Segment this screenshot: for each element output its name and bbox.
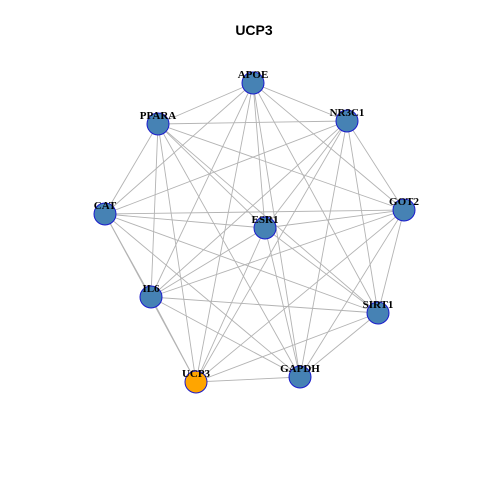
node-label-sirt1: SIRT1 [363, 299, 394, 311]
node-label-cat: CAT [94, 200, 117, 212]
edge-esr1-gapdh [264, 227, 301, 378]
edge-esr1-sirt1 [264, 227, 379, 314]
edge-esr1-il6 [150, 227, 266, 298]
edge-apoe-il6 [150, 82, 254, 298]
nodes-layer [93, 71, 416, 394]
edge-sirt1-ucp3 [195, 312, 379, 383]
edge-il6-gapdh [150, 296, 301, 378]
diagram-title: UCP3 [235, 22, 273, 38]
node-label-nr3c1: NR3C1 [330, 107, 365, 119]
edge-sirt1-gapdh [299, 312, 379, 378]
edge-ppara-cat [104, 123, 159, 215]
node-gapdh [288, 365, 312, 389]
edge-nr3c1-got2 [346, 120, 405, 211]
node-cat [93, 202, 117, 226]
edge-got2-ucp3 [195, 209, 405, 383]
edge-nr3c1-cat [104, 120, 348, 215]
edge-ppara-ucp3 [157, 123, 197, 383]
node-label-il6: IL6 [142, 283, 160, 295]
edge-apoe-got2 [252, 82, 405, 211]
edge-nr3c1-gapdh [299, 120, 348, 378]
edge-esr1-ucp3 [195, 227, 266, 383]
edge-nr3c1-sirt1 [346, 120, 379, 314]
node-label-apoe: APOE [238, 69, 269, 81]
edge-ppara-gapdh [157, 123, 301, 378]
edge-cat-gapdh [104, 213, 301, 378]
edge-apoe-ppara [157, 82, 254, 125]
edge-nr3c1-esr1 [264, 120, 348, 229]
node-esr1 [253, 216, 277, 240]
edge-ppara-il6 [150, 123, 159, 298]
edge-apoe-sirt1 [252, 82, 379, 314]
edge-il6-sirt1 [150, 296, 379, 314]
edge-ucp3-gapdh [195, 376, 301, 383]
node-nr3c1 [335, 109, 359, 133]
node-label-gapdh: GAPDH [280, 363, 320, 375]
edge-got2-esr1 [264, 209, 405, 229]
edge-got2-sirt1 [377, 209, 405, 314]
node-label-got2: GOT2 [389, 196, 419, 208]
node-sirt1 [366, 301, 390, 325]
node-ppara [146, 112, 170, 136]
edge-apoe-cat [104, 82, 254, 215]
edge-got2-il6 [150, 209, 405, 298]
edge-apoe-esr1 [252, 82, 266, 229]
edge-apoe-ucp3 [195, 82, 254, 383]
edge-cat-esr1 [104, 213, 266, 229]
node-label-esr1: ESR1 [252, 214, 279, 226]
node-label-ucp3: UCP3 [182, 368, 211, 380]
edge-nr3c1-il6 [150, 120, 348, 298]
edge-ppara-got2 [157, 123, 405, 211]
node-ucp3 [184, 370, 208, 394]
edge-apoe-gapdh [252, 82, 301, 378]
edge-cat-sirt1 [104, 213, 379, 314]
node-got2 [392, 198, 416, 222]
node-il6 [139, 285, 163, 309]
edge-ppara-nr3c1 [157, 120, 348, 125]
edge-apoe-nr3c1 [252, 82, 348, 122]
node-label-ppara: PPARA [140, 110, 177, 122]
edge-nr3c1-ucp3 [195, 120, 348, 383]
node-apoe [241, 71, 265, 95]
edge-cat-got2 [104, 209, 405, 215]
edge-il6-ucp3 [150, 296, 197, 383]
